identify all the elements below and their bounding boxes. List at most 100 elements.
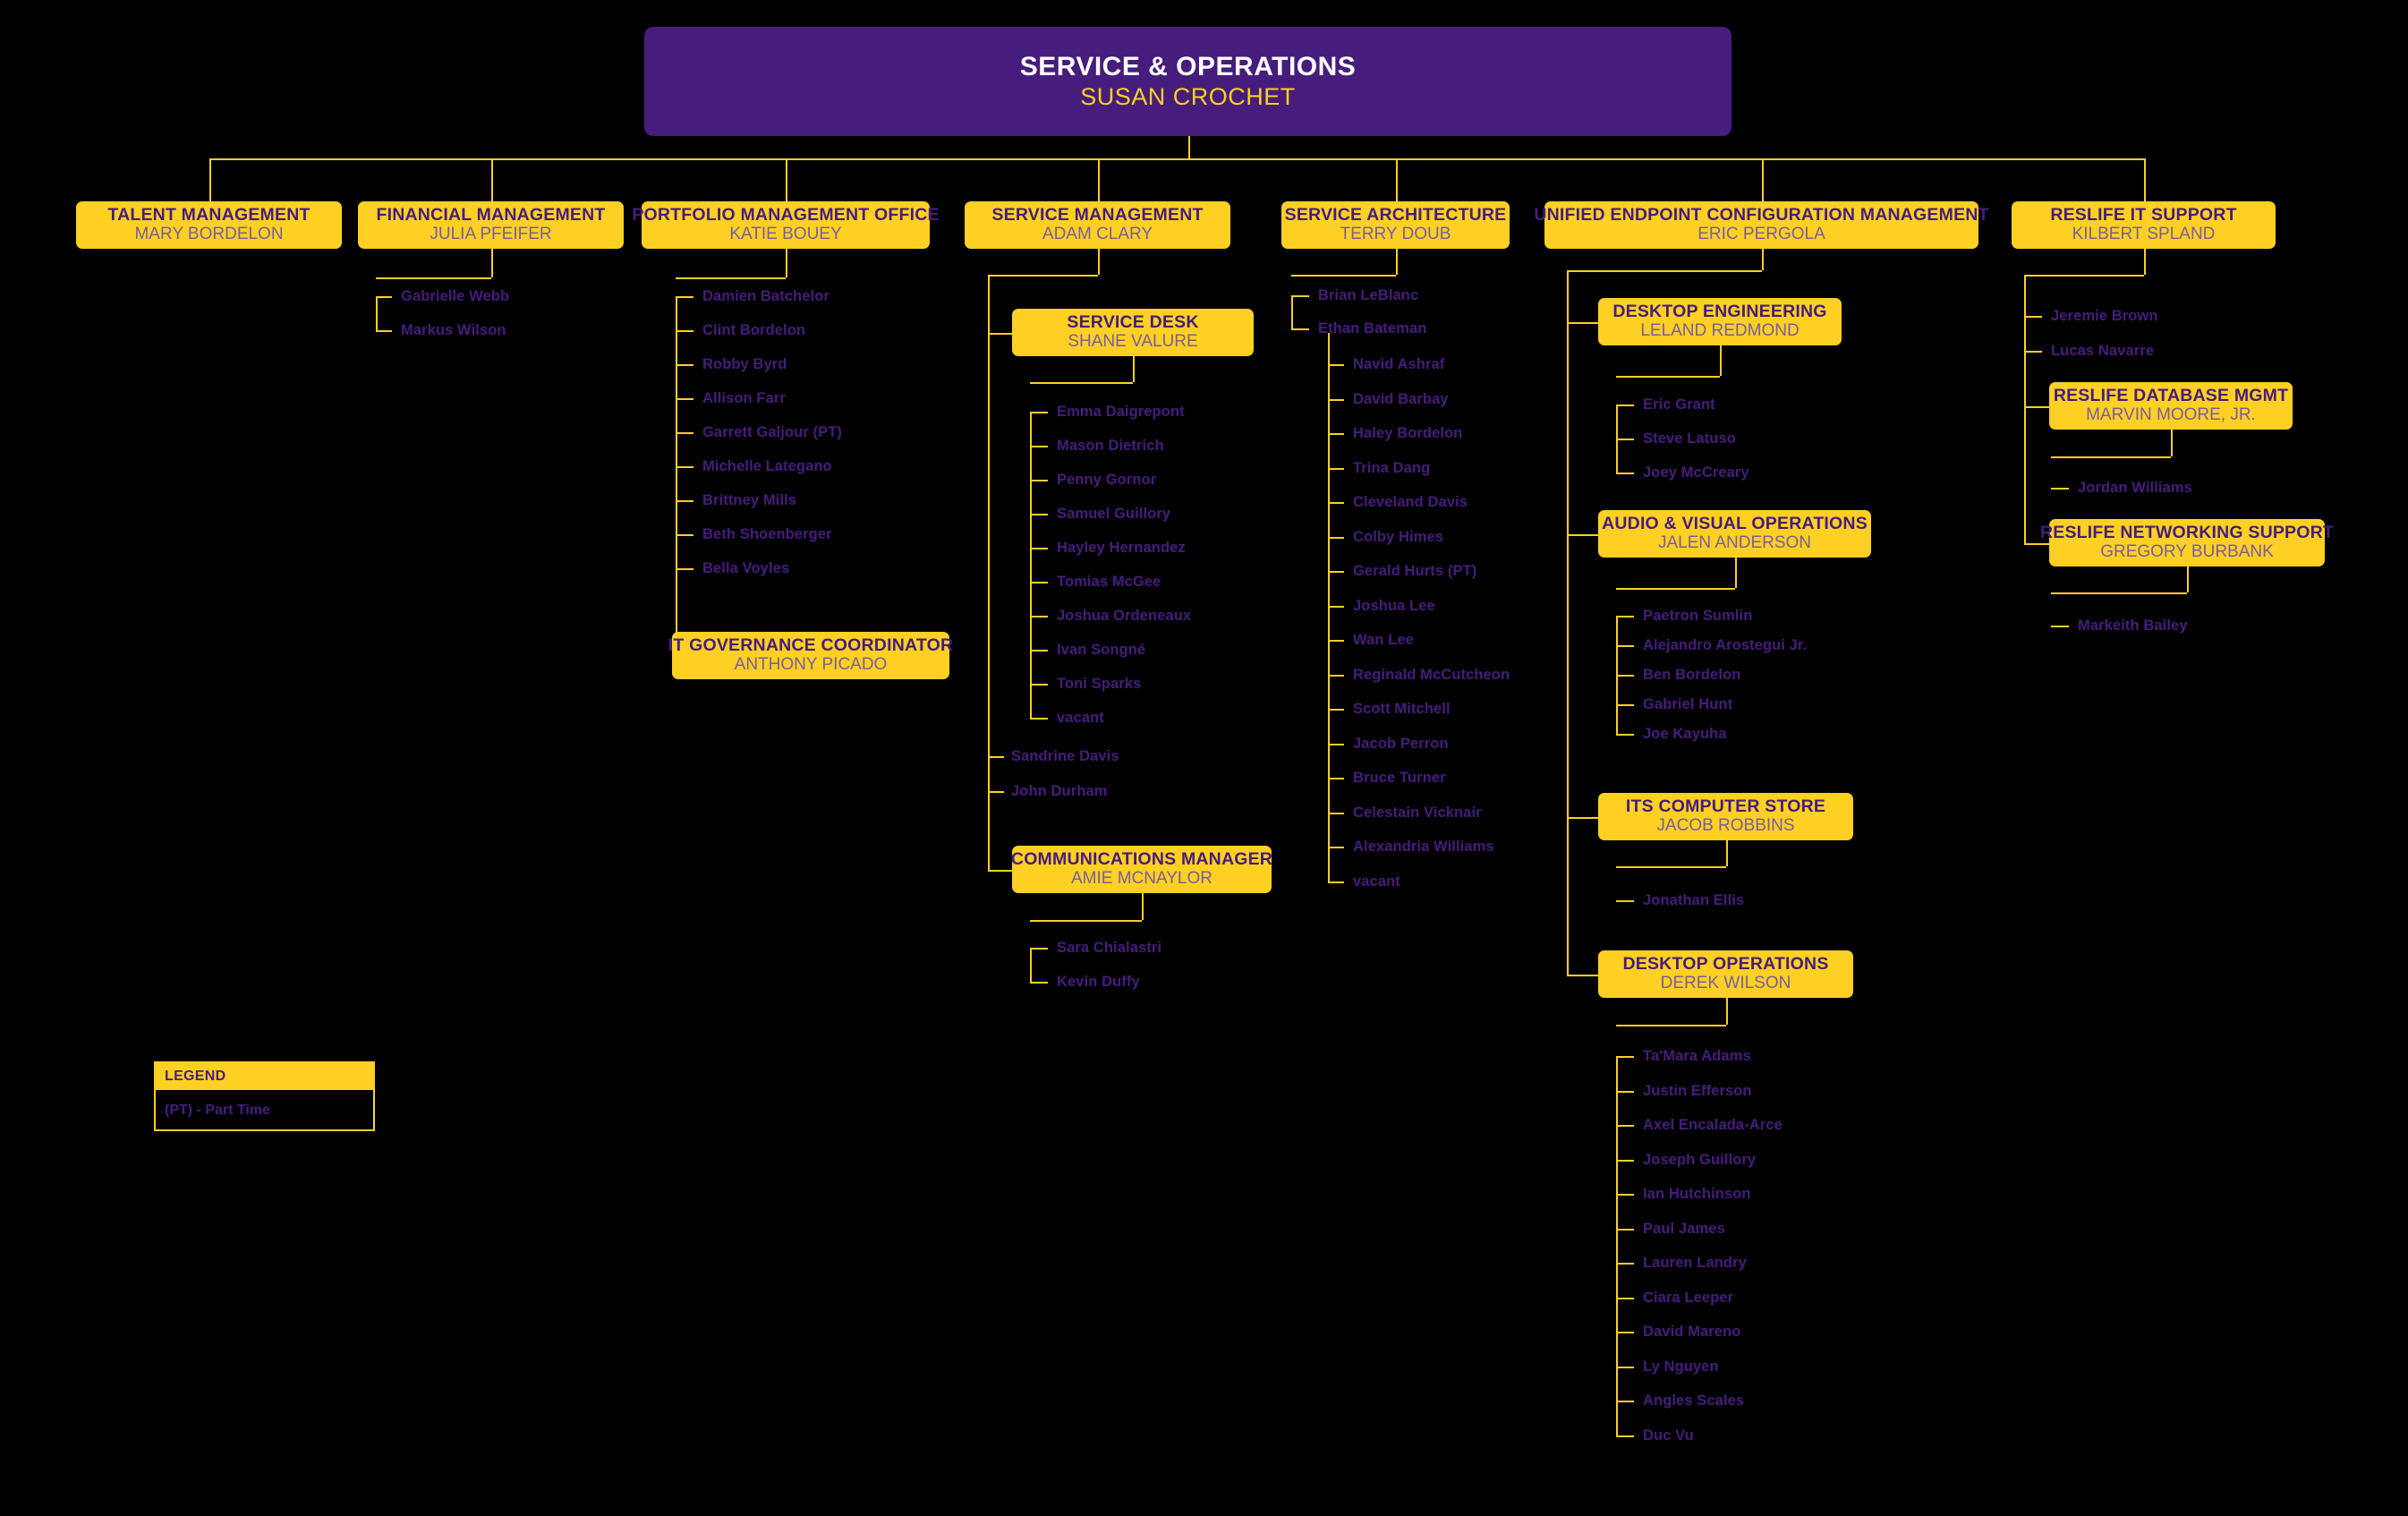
unit-reslife-networking-support-title: RESLIFE NETWORKING SUPPORT xyxy=(2039,522,2335,542)
staff-desktop-operations-tick xyxy=(1616,1297,1634,1299)
staff-desktop-operations-item: Joseph Guillory xyxy=(1643,1151,1757,1168)
staff-reslife-it-support-item: Jeremie Brown xyxy=(2051,308,2158,324)
staff-desktop-operations-item: Justin Efferson xyxy=(1643,1082,1752,1099)
unit-portfolio-management-office-title: PORTFOLIO MANAGEMENT OFFICE xyxy=(632,204,940,225)
staff-portfolio-office-item: Beth Shoenberger xyxy=(702,526,832,542)
staff-service-management-item: Sandrine Davis xyxy=(1011,748,1119,764)
staff-desktop-operations-item: Paul James xyxy=(1643,1220,1725,1237)
unit-uecm[interactable]: UNIFIED ENDPOINT CONFIGURATION MANAGEMEN… xyxy=(1534,201,1988,249)
unit-service-architecture-title: SERVICE ARCHITECTURE xyxy=(1284,204,1507,225)
staff-service-desk-item: Tomias McGee xyxy=(1057,574,1161,590)
unit-reslife-database-mgmt-title: RESLIFE DATABASE MGMT xyxy=(2053,385,2289,405)
staff-desktop-operations-tick xyxy=(1616,1228,1634,1231)
staff-service-desk-item: Joshua Ordeneaux xyxy=(1057,608,1192,624)
do-connector xyxy=(1567,974,1598,976)
staff-portfolio-office-item: Bella Voyles xyxy=(702,560,790,576)
unit-audio-visual-operations-title: AUDIO & VISUAL OPERATIONS xyxy=(1602,513,1868,533)
sm-tick xyxy=(988,791,1004,793)
staff-ethan-bateman-tick xyxy=(1328,881,1344,883)
staff-service-desk-tick xyxy=(1030,650,1048,652)
staff-financial-management-spine xyxy=(376,296,378,330)
staff-its-computer-store-tick xyxy=(1616,900,1634,902)
nw-connector xyxy=(2024,542,2049,545)
staff-service-architecture-item: Brian LeBlanc xyxy=(1318,287,1419,303)
unit-service-management-title: SERVICE MANAGEMENT xyxy=(991,204,1204,225)
cm-elbow xyxy=(1030,920,1142,922)
staff-desktop-engineering-item: Steve Latuso xyxy=(1643,430,1736,447)
staff-audio-visual-operations-tick xyxy=(1616,616,1634,617)
pmo-elbow xyxy=(676,277,786,279)
nw-elbow xyxy=(2051,592,2187,594)
rls-tick xyxy=(2024,351,2042,353)
sa-tick xyxy=(1291,295,1309,297)
staff-service-desk-item: Samuel Guillory xyxy=(1057,506,1171,522)
staff-service-desk-tick xyxy=(1030,446,1048,447)
root-drop xyxy=(1187,136,1190,158)
unit-talent-management-title: TALENT MANAGEMENT xyxy=(107,204,311,225)
staff-ethan-bateman-item: Cleveland Davis xyxy=(1353,494,1468,510)
staff-desktop-engineering-item: Joey McCreary xyxy=(1643,464,1749,481)
staff-service-desk-spine xyxy=(1030,412,1032,718)
sa-drop xyxy=(1395,249,1398,275)
staff-ethan-bateman-tick xyxy=(1328,640,1344,642)
unit-desktop-engineering-title: DESKTOP ENGINEERING xyxy=(1612,301,1827,321)
comms-connector xyxy=(988,869,1012,872)
db-connector xyxy=(2024,405,2049,408)
fm-drop xyxy=(490,249,493,277)
staff-portfolio-office-tick xyxy=(676,432,693,434)
staff-ethan-bateman-spine xyxy=(1328,364,1330,881)
unit-its-computer-store-person: JACOB ROBBINS xyxy=(1656,816,1795,836)
unit-talent-management-person: MARY BORDELON xyxy=(134,225,284,244)
staff-ethan-bateman-item: Celestain Vicknair xyxy=(1353,804,1482,821)
unit-communications-manager-title: COMMUNICATIONS MANAGER xyxy=(1010,848,1273,869)
staff-ethan-bateman-tick xyxy=(1328,847,1344,848)
fm-elbow xyxy=(376,277,491,279)
staff-ethan-bateman-tick xyxy=(1328,467,1344,470)
pmo-drop xyxy=(786,249,787,277)
unit-audio-visual-operations-person: JALEN ANDERSON xyxy=(1657,533,1812,553)
staff-desktop-operations-tick xyxy=(1616,1401,1634,1402)
cs-elbow xyxy=(1616,866,1726,868)
staff-portfolio-office-tick xyxy=(676,398,693,400)
staff-reslife-it-support-item: Lucas Navarre xyxy=(2051,343,2155,359)
staff-ethan-bateman-tick xyxy=(1328,674,1344,677)
staff-its-computer-store-item: Jonathan Ellis xyxy=(1643,892,1745,908)
unit-service-architecture-person: TERRY DOUB xyxy=(1340,225,1451,244)
staff-portfolio-office-item: Michelle Lategano xyxy=(702,458,832,474)
staff-ethan-bateman-item: Wan Lee xyxy=(1353,632,1414,648)
sd-drop xyxy=(1133,356,1135,382)
staff-audio-visual-operations-item: Paetron Sumlin xyxy=(1643,608,1753,624)
staff-portfolio-office-tick xyxy=(676,364,693,366)
staff-desktop-operations-item: Ta'Mara Adams xyxy=(1643,1048,1751,1064)
unit-its-computer-store-title: ITS COMPUTER STORE xyxy=(1625,796,1826,816)
staff-desktop-operations-spine xyxy=(1616,1056,1618,1435)
legend-items: (PT) - Part Time xyxy=(156,1090,373,1137)
sa-elbow xyxy=(1291,275,1396,277)
staff-desktop-engineering-tick xyxy=(1616,405,1634,406)
uecm-drop xyxy=(1761,249,1764,270)
staff-audio-visual-operations-item: Joe Kayuha xyxy=(1643,726,1727,742)
staff-ethan-bateman-item: Haley Bordelon xyxy=(1353,425,1463,441)
staff-desktop-operations-item: Axel Encalada-Arce xyxy=(1643,1117,1783,1133)
de-drop xyxy=(1720,345,1722,376)
staff-desktop-operations-item: Lauren Landry xyxy=(1643,1255,1747,1271)
nw-drop xyxy=(2187,566,2189,592)
staff-desktop-operations-tick xyxy=(1616,1366,1634,1368)
sa-tick xyxy=(1291,328,1309,330)
